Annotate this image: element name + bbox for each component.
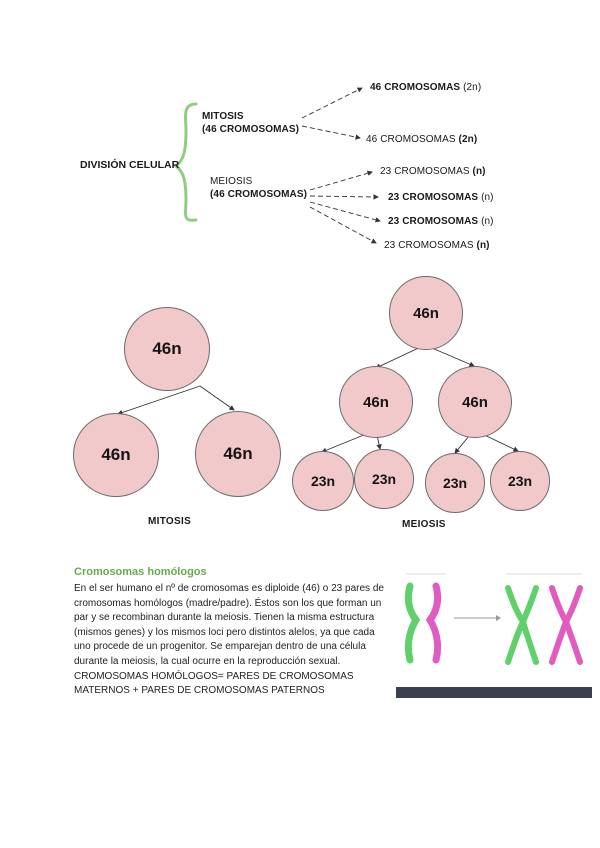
meiosis-caption: MEIOSIS [402,519,446,530]
output-suffix: (n) [481,216,494,227]
output-suffix: (n) [472,166,486,177]
meiosis-output-4: 23 CROMOSOMAS (n) [384,240,490,251]
homologous-chromosomes-image [396,556,592,698]
image-footer-bar [396,687,592,698]
mitosis-count: (46 CROMOSOMAS) [202,124,300,135]
chromosome-pink-replicated [549,585,583,665]
output-main: 46 CROMOSOMAS [370,82,461,93]
body-paragraph-1: En el ser humano el nº de cromosomas es … [74,583,384,667]
arrow-meiosis-3 [309,201,381,223]
body-paragraph-2: CROMOSOMAS HOMÓLOGOS= PARES DE CROMOSOMA… [74,670,354,697]
mitosis-parent-cell: 46n [124,307,210,391]
section-heading: Cromosomas homólogos [74,566,207,578]
output-suffix: (n) [481,192,494,203]
mitosis-name: MITOSIS [202,111,244,122]
chromosome-illustration [404,573,583,665]
chromosome-green-replicated [505,585,539,665]
output-suffix: (2n) [458,134,478,145]
arrow-meiosis-2 [309,194,379,200]
meiosis-gamete-3: 23n [425,453,485,513]
meiosis-branch-label: MEIOSIS (46 CROMOSOMAS) [210,175,307,201]
meiosis-output-2: 23 CROMOSOMAS (n) [388,192,494,203]
meiosis-output-3: 23 CROMOSOMAS (n) [388,216,494,227]
meiosis-gamete-2: 23n [354,449,414,509]
output-main: 23 CROMOSOMAS [388,216,479,227]
meiosis-child-cell-2: 46n [438,366,512,438]
output-suffix: (n) [476,240,490,251]
chromosome-green-left [404,582,421,664]
arrow-mitosis-2 [301,125,361,140]
meiosis-child-cell-1: 46n [339,366,413,438]
output-main: 23 CROMOSOMAS [388,192,479,203]
arrow-meiosis-4 [309,206,377,244]
meiosis-name: MEIOSIS [210,176,253,187]
mitosis-caption: MITOSIS [148,516,192,527]
arrow-mitosis-1 [301,87,363,119]
mitosis-output-1: 46 CROMOSOMAS (2n) [370,82,481,93]
output-main: 23 CROMOSOMAS [384,240,474,251]
meiosis-count: (46 CROMOSOMAS) [210,189,308,200]
mitosis-output-2: 46 CROMOSOMAS (2n) [366,134,477,145]
green-brace [173,102,198,222]
meiosis-gamete-1: 23n [292,451,354,511]
meiosis-parent-cell: 46n [389,276,463,350]
chromosome-pink-left [425,582,442,664]
arrow-meiosis-1 [309,170,373,191]
root-label: DIVISIÓN CELULAR [80,159,180,171]
mitosis-branch-label: MITOSIS (46 CROMOSOMAS) [202,110,299,136]
division-diagram-lines [173,87,381,244]
output-main: 23 CROMOSOMAS [380,166,470,177]
output-main: 46 CROMOSOMAS [366,134,456,145]
meiosis-output-1: 23 CROMOSOMAS (n) [380,166,486,177]
meiosis-gamete-4: 23n [490,451,550,511]
mitosis-child-cell-2: 46n [195,411,281,497]
output-suffix: (2n) [463,82,482,93]
body-text: En el ser humano el nº de cromosomas es … [74,582,392,699]
mitosis-child-cell-1: 46n [73,413,159,497]
